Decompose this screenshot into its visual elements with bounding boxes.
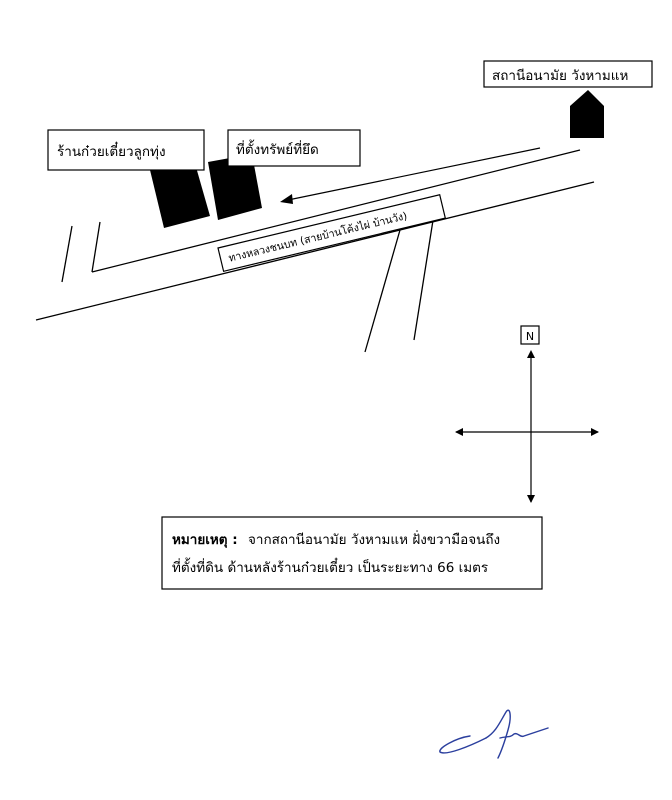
road-label-box <box>217 194 447 273</box>
signature <box>439 709 549 759</box>
north-label: N <box>526 330 534 343</box>
road-edge-lower <box>35 181 595 321</box>
direction-arrow-head <box>280 194 293 204</box>
direction-arrow-line <box>287 147 541 201</box>
side-road-left-edge-1 <box>61 225 73 283</box>
seized-property-label-box <box>227 129 361 167</box>
side-road-right-edge-2 <box>413 213 435 341</box>
seized-property-label: ที่ตั้งทรัพย์ที่ยึด <box>236 139 319 158</box>
compass-west-arrowhead <box>455 428 463 436</box>
north-label-box <box>520 325 540 345</box>
noodle-shop-label-box <box>47 129 205 171</box>
note-box <box>161 516 543 590</box>
road-label: ทางหลวงชนบท (สายบ้านโค้งไผ่ บ้านวัง) <box>227 209 408 264</box>
compass-north-arrowhead <box>527 350 535 358</box>
seized-property-building <box>208 154 262 220</box>
noodle-shop-label: ร้านก๋วยเตี๋ยวลูกทุ่ง <box>57 141 166 160</box>
noodle-shop-building <box>150 160 210 228</box>
note-heading: หมายเหตุ : <box>172 532 238 548</box>
road-edge-upper <box>91 149 581 273</box>
compass-south-arrowhead <box>527 495 535 503</box>
compass-east-arrowhead <box>591 428 599 436</box>
signature-stroke-1 <box>439 735 487 754</box>
side-road-left-edge-2 <box>91 221 101 273</box>
note-line-2: ที่ตั้งที่ดิน ด้านหลังร้านก๋วยเตี๋ยว เป็… <box>172 557 488 576</box>
note-line-1-text: จากสถานีอนามัย วังหามแห ฝั่งขวามือจนถึง <box>248 530 500 548</box>
signature-stroke-2 <box>485 709 511 759</box>
note-line-1: หมายเหตุ : จากสถานีอนามัย วังหามแห ฝั่งข… <box>172 530 500 548</box>
side-road-right-edge-1 <box>364 229 401 353</box>
signature-stroke-3 <box>499 727 549 739</box>
health-station-label-box <box>483 60 653 88</box>
health-station-label: สถานีอนามัย วังหามแห <box>492 68 628 84</box>
health-station-building <box>570 90 604 138</box>
